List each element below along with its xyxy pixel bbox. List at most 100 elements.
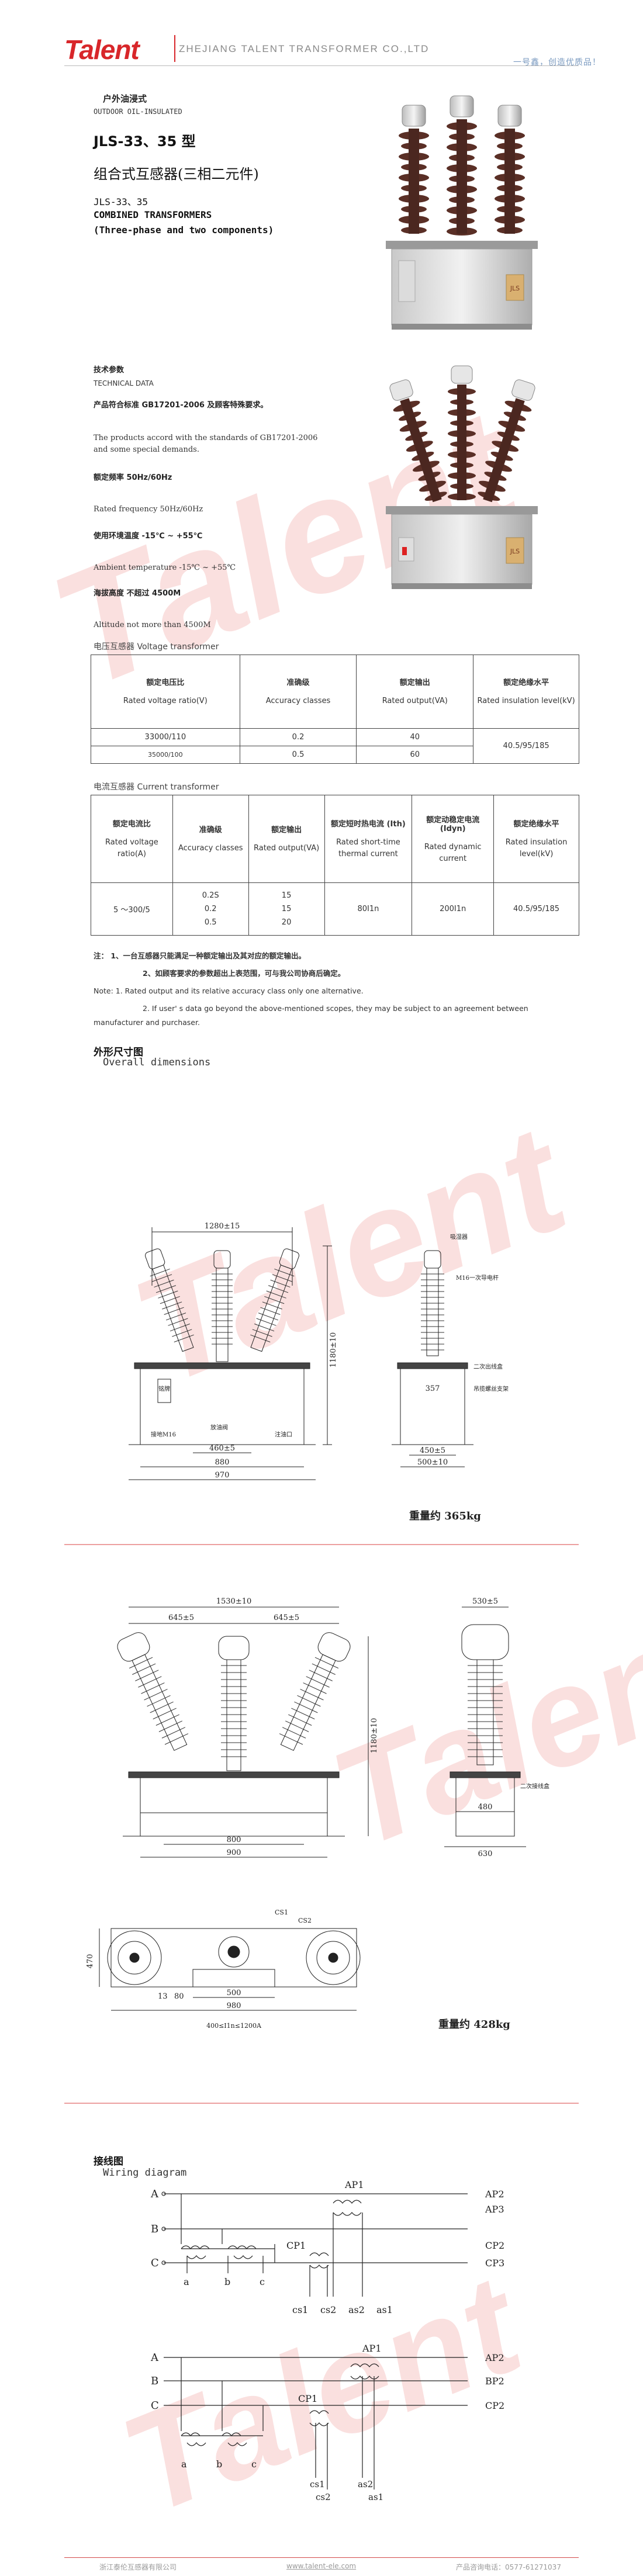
svg-text:AP1: AP1 xyxy=(344,2180,364,2190)
footer-website-link[interactable]: www.talent-ele.com xyxy=(286,2562,357,2570)
svg-text:二次接线盒: 二次接线盒 xyxy=(520,1782,549,1790)
svg-text:as1: as1 xyxy=(368,2492,383,2502)
logo-separator xyxy=(174,35,175,62)
section-divider xyxy=(64,1544,579,1545)
svg-text:CP3: CP3 xyxy=(485,2258,504,2269)
product-name-cn: 组合式互感器(三相二元件) xyxy=(94,166,259,182)
wiring-title-en: Wiring diagram xyxy=(103,2167,187,2179)
svg-text:500: 500 xyxy=(227,1989,241,1997)
section-divider xyxy=(64,2103,579,2104)
table-row: 33000/110 0.2 40 40.5/95/185 xyxy=(91,728,579,764)
table-cell: 40 xyxy=(356,728,474,746)
svg-text:A: A xyxy=(150,2352,159,2364)
svg-text:980: 980 xyxy=(227,2002,241,2010)
svg-text:BP2: BP2 xyxy=(485,2376,504,2387)
svg-text:645±5: 645±5 xyxy=(168,1614,194,1622)
table-cell: 60 xyxy=(356,746,474,764)
note-en-3: manufacturer and purchaser. xyxy=(94,1018,200,1027)
svg-text:吸湿器: 吸湿器 xyxy=(450,1234,468,1241)
svg-text:a: a xyxy=(184,2276,189,2287)
svg-text:JLS: JLS xyxy=(510,285,520,292)
svg-text:二次出线盒: 二次出线盒 xyxy=(473,1363,503,1370)
svg-text:AP2: AP2 xyxy=(485,2352,504,2363)
table-cell: 33000/110 xyxy=(91,728,240,746)
ct-header-dynamic: 额定动稳定电流 (Idyn)Rated dynamic current xyxy=(412,795,495,883)
svg-text:880: 880 xyxy=(215,1458,230,1467)
footer-phone: 产品咨询电话：0577-61271037 xyxy=(456,2563,561,2571)
outline-drawing-2: 1530±10 645±5 645±5 1180±10 800 900 530±… xyxy=(86,1597,549,2031)
product-photo-2: JLS xyxy=(386,365,538,589)
svg-text:as2: as2 xyxy=(348,2304,365,2315)
svg-text:cs2: cs2 xyxy=(316,2492,331,2502)
temperature-cn: 使用环境温度 -15℃ ~ +55℃ xyxy=(94,532,203,541)
outline-drawing-1: 1280±15 铭牌 接地M16 放油阀 注油口 1180±10 460±5 8… xyxy=(129,1222,509,1522)
note-cn-1: 注： 1、一台互感器只能满足一种额定输出及其对应的额定输出。 xyxy=(94,951,306,960)
svg-text:B: B xyxy=(151,2223,158,2235)
svg-text:M16一次导电杆: M16一次导电杆 xyxy=(456,1274,499,1282)
svg-text:AP3: AP3 xyxy=(485,2204,504,2215)
svg-text:b: b xyxy=(216,2459,222,2470)
svg-text:500±10: 500±10 xyxy=(417,1458,448,1467)
outline-title-cn: 外形尺寸图 xyxy=(94,1047,143,1058)
ct-header-thermal: 额定短时热电流 (Ith)Rated short-time thermal cu… xyxy=(324,795,413,883)
note-en-2: 2. If user' s data go beyond the above-m… xyxy=(143,1004,528,1013)
svg-text:CS2: CS2 xyxy=(298,1917,312,1924)
tech-title-cn: 技术参数 xyxy=(94,366,125,375)
svg-text:13: 13 xyxy=(158,1992,168,2001)
product-type-en: OUTDOOR OIL-INSULATED xyxy=(94,108,182,116)
table-cell: 0.2 xyxy=(239,728,357,746)
svg-text:C: C xyxy=(151,2257,159,2269)
frequency-cn: 额定频率 50Hz/60Hz xyxy=(94,473,172,482)
svg-text:c: c xyxy=(251,2459,257,2470)
product-type-cn: 户外油浸式 xyxy=(103,94,147,104)
svg-text:a: a xyxy=(181,2459,187,2470)
svg-text:as1: as1 xyxy=(376,2304,393,2315)
svg-text:AP1: AP1 xyxy=(362,2343,382,2354)
svg-text:400≤I1n≤1200A: 400≤I1n≤1200A xyxy=(206,2022,262,2030)
table-cell: 35000/100 xyxy=(91,746,240,764)
svg-text:357: 357 xyxy=(426,1384,440,1393)
table-cell: 5 ～300/5 xyxy=(91,882,173,936)
vt-table-caption: 电压互感器 Voltage transformer xyxy=(94,642,219,652)
company-name: ZHEJIANG TALENT TRANSFORMER CO.,LTD xyxy=(179,43,430,54)
svg-text:接地M16: 接地M16 xyxy=(151,1431,176,1438)
svg-text:1280±15: 1280±15 xyxy=(205,1222,240,1231)
company-logo[interactable]: Talent xyxy=(64,34,140,65)
svg-text:重量约 365kg: 重量约 365kg xyxy=(409,1509,481,1522)
altitude-en: Altitude not more than 4500M xyxy=(94,621,211,629)
product-model: JLS-33、35 型 xyxy=(94,133,196,150)
svg-text:80: 80 xyxy=(174,1992,184,2001)
svg-text:480: 480 xyxy=(478,1803,493,1812)
svg-text:铭牌: 铭牌 xyxy=(158,1385,170,1393)
svg-text:CP2: CP2 xyxy=(485,2240,504,2251)
slogan: 一号鑫，创造优质品！ xyxy=(513,58,601,67)
tech-title-en: TECHNICAL DATA xyxy=(94,379,154,387)
table-cell: 0.5 xyxy=(239,746,357,764)
product-photo-1: JLS xyxy=(386,95,538,330)
note-cn-2: 2、如顾客要求的参数超出上表范围，可与我公司协商后确定。 xyxy=(143,969,345,978)
svg-text:CS1: CS1 xyxy=(275,1909,288,1916)
svg-text:1530±10: 1530±10 xyxy=(216,1597,252,1606)
note-en-1: Note: 1. Rated output and its relative a… xyxy=(94,986,364,995)
outline-title-en: Overall dimensions xyxy=(103,1057,211,1068)
table-cell: 40.5/95/185 xyxy=(493,882,579,936)
svg-text:重量约 428kg: 重量约 428kg xyxy=(438,2018,510,2031)
svg-text:CP1: CP1 xyxy=(286,2240,306,2251)
svg-text:注油口: 注油口 xyxy=(275,1431,292,1438)
svg-text:970: 970 xyxy=(215,1471,230,1480)
header-divider xyxy=(64,65,579,66)
product-name-en: COMBINED TRANSFORMERS xyxy=(94,209,212,220)
frequency-en: Rated frequency 50Hz/60Hz xyxy=(94,505,203,514)
table-cell: 200I1n xyxy=(412,882,495,936)
